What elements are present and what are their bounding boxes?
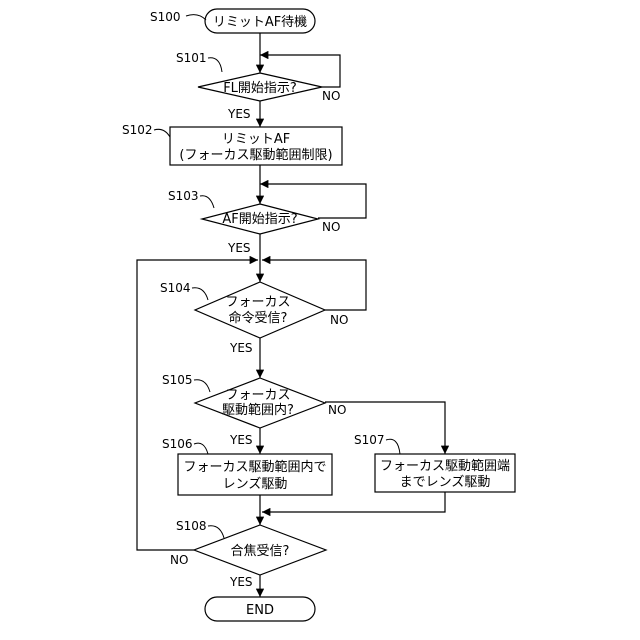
branch-s104-no: NO (330, 313, 348, 327)
step-label-s106: S106 (162, 437, 193, 451)
leader-s101 (208, 58, 222, 72)
node-s108: 合焦受信? (194, 525, 326, 575)
decision-diamond (195, 282, 325, 338)
node-s106: フォーカス駆動範囲内で レンズ駆動 (178, 454, 332, 495)
branch-s105-no: NO (328, 403, 346, 417)
node-s101-text: FL開始指示? (223, 81, 297, 96)
node-s106-text-line1: フォーカス駆動範囲内で (183, 459, 326, 475)
leader-s108 (208, 526, 224, 538)
leader-s100 (186, 15, 206, 20)
step-label-s103: S103 (168, 189, 199, 203)
node-s100-text: リミットAF待機 (213, 15, 307, 30)
node-s102-text-line2: (フォーカス駆動範囲制限) (179, 148, 332, 163)
branch-s103-no: NO (322, 220, 340, 234)
node-s107-text-line2: までレンズ駆動 (400, 474, 491, 490)
step-label-s104: S104 (160, 281, 191, 295)
branch-s101-no: NO (322, 89, 340, 103)
node-s108-text: 合焦受信? (231, 544, 290, 559)
node-s104: フォーカス 命令受信? (195, 282, 325, 338)
node-s105: フォーカス 駆動範囲内? (195, 378, 325, 428)
node-end-text: END (246, 603, 274, 618)
branch-s104-yes: YES (229, 341, 253, 355)
node-s104-text-line1: フォーカス (225, 295, 290, 310)
node-s105-text-line1: フォーカス (225, 388, 290, 403)
node-s105-text-line2: 駆動範囲内? (222, 402, 294, 418)
node-end: END (205, 597, 315, 621)
node-s103: AF開始指示? (202, 204, 318, 234)
branch-s105-yes: YES (229, 433, 253, 447)
node-s102: リミットAF (フォーカス駆動範囲制限) (170, 127, 342, 165)
node-s107: フォーカス駆動範囲端 までレンズ駆動 (375, 454, 515, 492)
leader-s102 (154, 129, 170, 137)
node-s103-text: AF開始指示? (222, 212, 297, 227)
leader-s103 (200, 196, 214, 208)
branch-s101-yes: YES (227, 107, 251, 121)
node-s106-text-line2: レンズ駆動 (223, 476, 288, 492)
node-s101: FL開始指示? (198, 73, 322, 101)
leader-s106 (194, 443, 208, 454)
branch-s103-yes: YES (227, 241, 251, 255)
node-s104-text-line2: 命令受信? (229, 310, 288, 326)
step-label-s102: S102 (122, 123, 153, 137)
step-label-s107: S107 (354, 433, 385, 447)
step-label-s108: S108 (176, 519, 207, 533)
branch-s108-no: NO (170, 553, 188, 567)
step-label-s101: S101 (176, 51, 207, 65)
branch-s108-yes: YES (229, 575, 253, 589)
node-s100: リミットAF待機 (205, 9, 315, 33)
node-s107-text-line1: フォーカス駆動範囲端 (380, 459, 510, 474)
step-label-s105: S105 (162, 373, 193, 387)
leader-s104 (192, 288, 208, 300)
leader-s107 (386, 439, 400, 454)
node-s102-text-line1: リミットAF (222, 132, 290, 147)
leader-s105 (194, 380, 210, 392)
step-label-s100: S100 (150, 10, 181, 24)
